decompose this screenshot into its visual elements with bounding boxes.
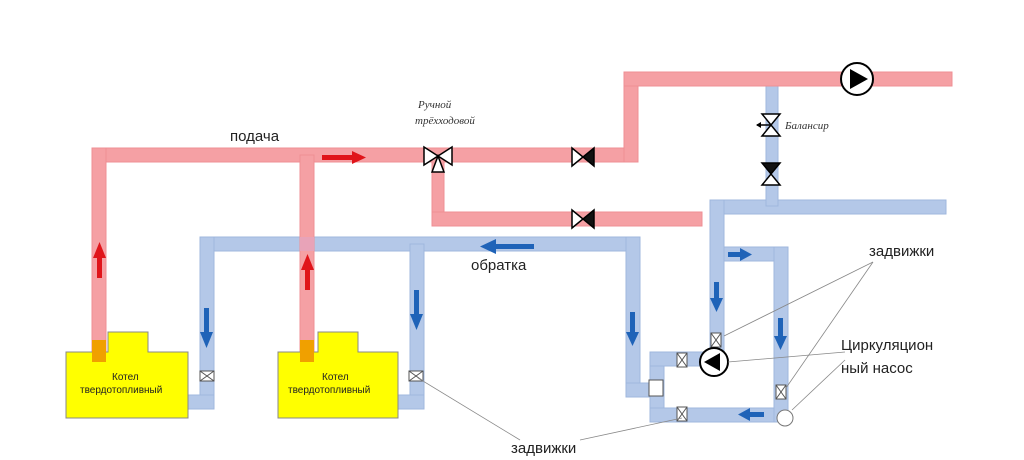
three-way-valve — [423, 145, 453, 173]
supply-arrows — [93, 151, 366, 290]
arrow-down-boiler1 — [200, 308, 213, 348]
arrow-left-bottom — [738, 408, 764, 421]
pipe-crossing — [300, 237, 314, 251]
gate-valve-right-loop — [775, 384, 787, 400]
arrow-down-left-loop — [710, 282, 723, 312]
supply-label: подача — [230, 128, 280, 145]
supply-pipes — [91, 71, 953, 363]
boiler-2-label-line2: твердотопливный — [288, 385, 370, 396]
boiler-1-label-line1: Котел — [112, 372, 139, 383]
boiler-1: Котел твердотопливный — [65, 331, 189, 419]
gate-valve-boiler1 — [199, 370, 215, 382]
pump-block-fitting — [648, 379, 664, 397]
circulation-pump-label-line2: ный насос — [841, 360, 913, 377]
boiler-1-flange — [92, 340, 106, 362]
boiler-2: Котел твердотопливный — [277, 331, 399, 419]
return-arrows — [200, 239, 787, 421]
circulation-pump-top — [840, 62, 874, 96]
arrow-down-right-loop — [774, 318, 787, 350]
three-way-valve-label-line2: трёхходовой — [415, 115, 475, 127]
arrow-right-loop-top — [728, 248, 752, 261]
gate-valves-right-label: задвижки — [869, 243, 934, 260]
check-valve — [760, 162, 782, 186]
gate-valve-left-loop — [710, 332, 722, 348]
leader-lines — [417, 261, 874, 441]
arrow-left-return — [480, 239, 534, 254]
return-label: обратка — [471, 257, 527, 274]
three-way-valve-label-line1: Ручной — [417, 99, 452, 111]
gate-valves-bottom-label: задвижки — [511, 440, 576, 457]
filter-fitting — [776, 409, 794, 427]
arrow-down-boiler2 — [410, 290, 423, 330]
boiler-2-flange — [300, 340, 314, 362]
balancer-label: Балансир — [784, 120, 829, 132]
balancer-valve — [756, 113, 782, 137]
arrow-down-right-drop — [626, 312, 639, 346]
arrow-right-supply — [322, 151, 366, 164]
boiler-2-label-line1: Котел — [322, 372, 349, 383]
gate-valve-pump-in — [676, 352, 688, 368]
arrow-up-boiler2 — [301, 254, 314, 290]
arrow-up-boiler1 — [93, 242, 106, 278]
boiler-1-label-line2: твердотопливный — [80, 385, 162, 396]
circulation-pump-bottom — [699, 347, 729, 377]
circulation-pump-label-line1: Циркуляцион — [841, 337, 933, 354]
